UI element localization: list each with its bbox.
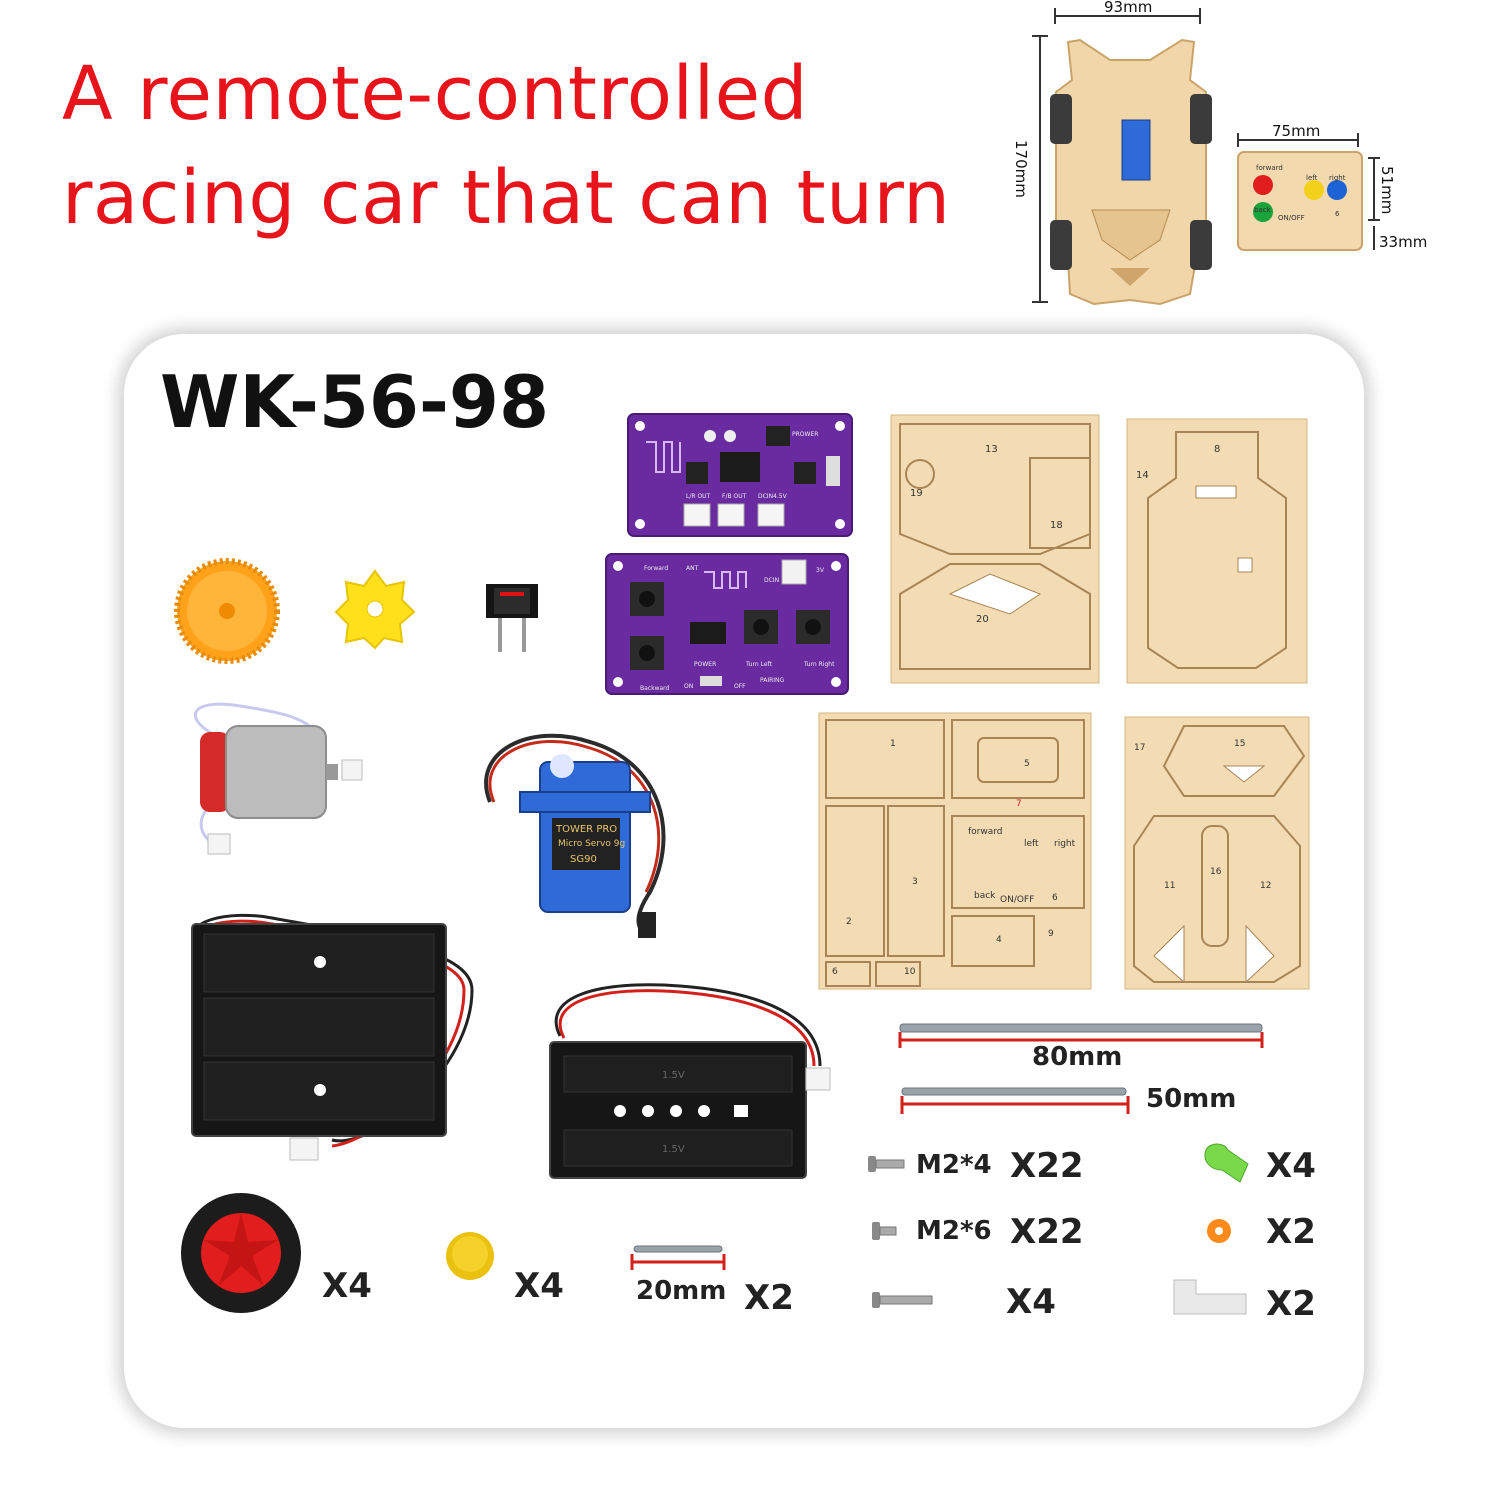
wood-sheet-c: 1 5 7 2 3 4 9 6 6 10 forward left right … <box>818 712 1092 990</box>
panel-8: 8 <box>1214 444 1220 455</box>
yellow-button-cap-icon <box>446 1232 494 1280</box>
screw-m2x4-qty: X22 <box>1010 1146 1084 1186</box>
panel-19: 19 <box>910 488 923 499</box>
servo-brand: TOWER PRO <box>555 824 617 835</box>
wheel-icon <box>181 1193 301 1313</box>
panel-11: 11 <box>1164 881 1175 891</box>
green-connector-icon <box>1204 1143 1249 1183</box>
wood-sheet-d: 15 17 11 12 16 <box>1124 716 1310 990</box>
remote-pairing-label: PAIRING <box>760 677 785 684</box>
white-bracket-qty: X2 <box>1266 1284 1316 1324</box>
long-screw-icon <box>872 1292 933 1308</box>
long-screw-qty: X4 <box>1006 1282 1056 1322</box>
orange-ring-qty: X2 <box>1266 1212 1316 1252</box>
wood-forward-label: forward <box>968 827 1003 837</box>
remote-box-back: back <box>1254 206 1272 214</box>
panel-15: 15 <box>1234 739 1245 749</box>
short-rod-icon <box>630 1245 726 1270</box>
remote-box-left: left <box>1306 174 1318 182</box>
remote-box-six: 6 <box>1335 210 1340 218</box>
screw-m2x4-label: M2*4 <box>916 1150 992 1180</box>
battery-holder-two: 1.5V 1.5V <box>549 983 831 1179</box>
short-rod-qty: X2 <box>744 1278 794 1318</box>
wood-left-label: left <box>1024 839 1039 849</box>
remote-board: Forward Backward ANT DCIN 3V POWER Turn … <box>605 553 849 695</box>
screw-m2x4-icon <box>868 1156 905 1172</box>
remote-width-label: 75mm <box>1272 122 1320 140</box>
rods <box>898 1023 1264 1114</box>
servo-motor: TOWER PRO Micro Servo 9g SG90 <box>484 733 666 938</box>
servo-model: SG90 <box>570 854 597 865</box>
short-rod-label: 20mm <box>636 1276 727 1306</box>
wheel-qty: X4 <box>322 1266 372 1306</box>
remote-dcin-label: DCIN <box>764 577 779 584</box>
assembled-car-image: 93mm 170mm 75mm 51mm 33mm forward left r… <box>1012 0 1427 306</box>
receiver-lr-out-label: L/R OUT <box>686 493 711 500</box>
headline-line-1: A remote-controlled <box>62 51 809 137</box>
battery-holder-three <box>191 913 474 1161</box>
panel-4: 4 <box>996 935 1002 945</box>
remote-depth-label: 33mm <box>1379 233 1427 251</box>
remote-3v-label: 3V <box>816 567 825 574</box>
remote-ant-label: ANT <box>686 565 699 572</box>
dc-motor <box>194 702 363 855</box>
receiver-dcin-label: DCIN4.5V <box>758 493 788 500</box>
panel-6: 6 <box>1052 893 1058 903</box>
panel-20: 20 <box>976 614 989 625</box>
rod-long-label: 80mm <box>1032 1042 1123 1072</box>
remote-box-onoff: ON/OFF <box>1278 214 1305 222</box>
orange-gear <box>174 558 280 664</box>
rod-medium-label: 50mm <box>1146 1084 1237 1114</box>
panel-16: 16 <box>1210 867 1222 877</box>
battery-cell-label-bottom: 1.5V <box>662 1144 685 1155</box>
wood-onoff-label: ON/OFF <box>1000 895 1034 905</box>
car-width-label: 93mm <box>1104 0 1152 16</box>
remote-power-label: POWER <box>694 661 716 668</box>
panel-13: 13 <box>985 444 998 455</box>
panel-6b: 6 <box>832 967 838 977</box>
model-number: WK-56-98 <box>160 360 550 444</box>
panel-2: 2 <box>846 917 852 927</box>
white-bracket-icon <box>1173 1279 1247 1315</box>
panel-5: 5 <box>1024 759 1030 769</box>
servo-model-line: Micro Servo 9g <box>558 839 625 849</box>
car-length-label: 170mm <box>1012 140 1030 198</box>
receiver-board: PROWER L/R OUT F/B OUT DCIN4.5V <box>627 413 853 537</box>
green-connector-qty: X4 <box>1266 1146 1316 1186</box>
rocker-switch <box>486 584 538 652</box>
yellow-star-gear <box>334 569 416 650</box>
screw-m2x6-qty: X22 <box>1010 1212 1084 1252</box>
remote-backward-label: Backward <box>640 685 670 692</box>
panel-12: 12 <box>1260 881 1271 891</box>
panel-7: 7 <box>1016 799 1022 809</box>
remote-turn-right-label: Turn Right <box>803 661 835 668</box>
wood-back-label: back <box>974 891 996 901</box>
receiver-power-label: PROWER <box>792 431 818 438</box>
yellow-cap-qty: X4 <box>514 1266 564 1306</box>
wood-sheet-a: 13 19 18 20 <box>890 414 1100 684</box>
wood-right-label: right <box>1054 839 1076 849</box>
remote-height-label: 51mm <box>1378 166 1396 214</box>
headline-line-2: racing car that can turn <box>62 155 951 241</box>
orange-ring-icon <box>1207 1219 1231 1243</box>
remote-forward-label: Forward <box>644 565 668 572</box>
remote-off-label: OFF <box>734 683 746 690</box>
wood-sheet-b: 8 14 <box>1126 418 1308 684</box>
receiver-fb-out-label: F/B OUT <box>722 493 747 500</box>
panel-17: 17 <box>1134 743 1145 753</box>
battery-cell-label-top: 1.5V <box>662 1070 685 1081</box>
panel-10: 10 <box>904 967 916 977</box>
panel-18: 18 <box>1050 520 1063 531</box>
screw-m2x6-icon <box>872 1222 897 1240</box>
remote-on-label: ON <box>684 683 693 690</box>
screw-m2x6-label: M2*6 <box>916 1216 992 1246</box>
panel-9: 9 <box>1048 929 1054 939</box>
panel-3: 3 <box>912 877 918 887</box>
panel-14: 14 <box>1136 470 1149 481</box>
headline: A remote-controlled racing car that can … <box>62 42 962 250</box>
remote-box-right: right <box>1329 174 1346 182</box>
remote-turn-left-label: Turn Left <box>745 661 773 668</box>
remote-box-forward: forward <box>1256 164 1283 172</box>
panel-1: 1 <box>890 739 896 749</box>
